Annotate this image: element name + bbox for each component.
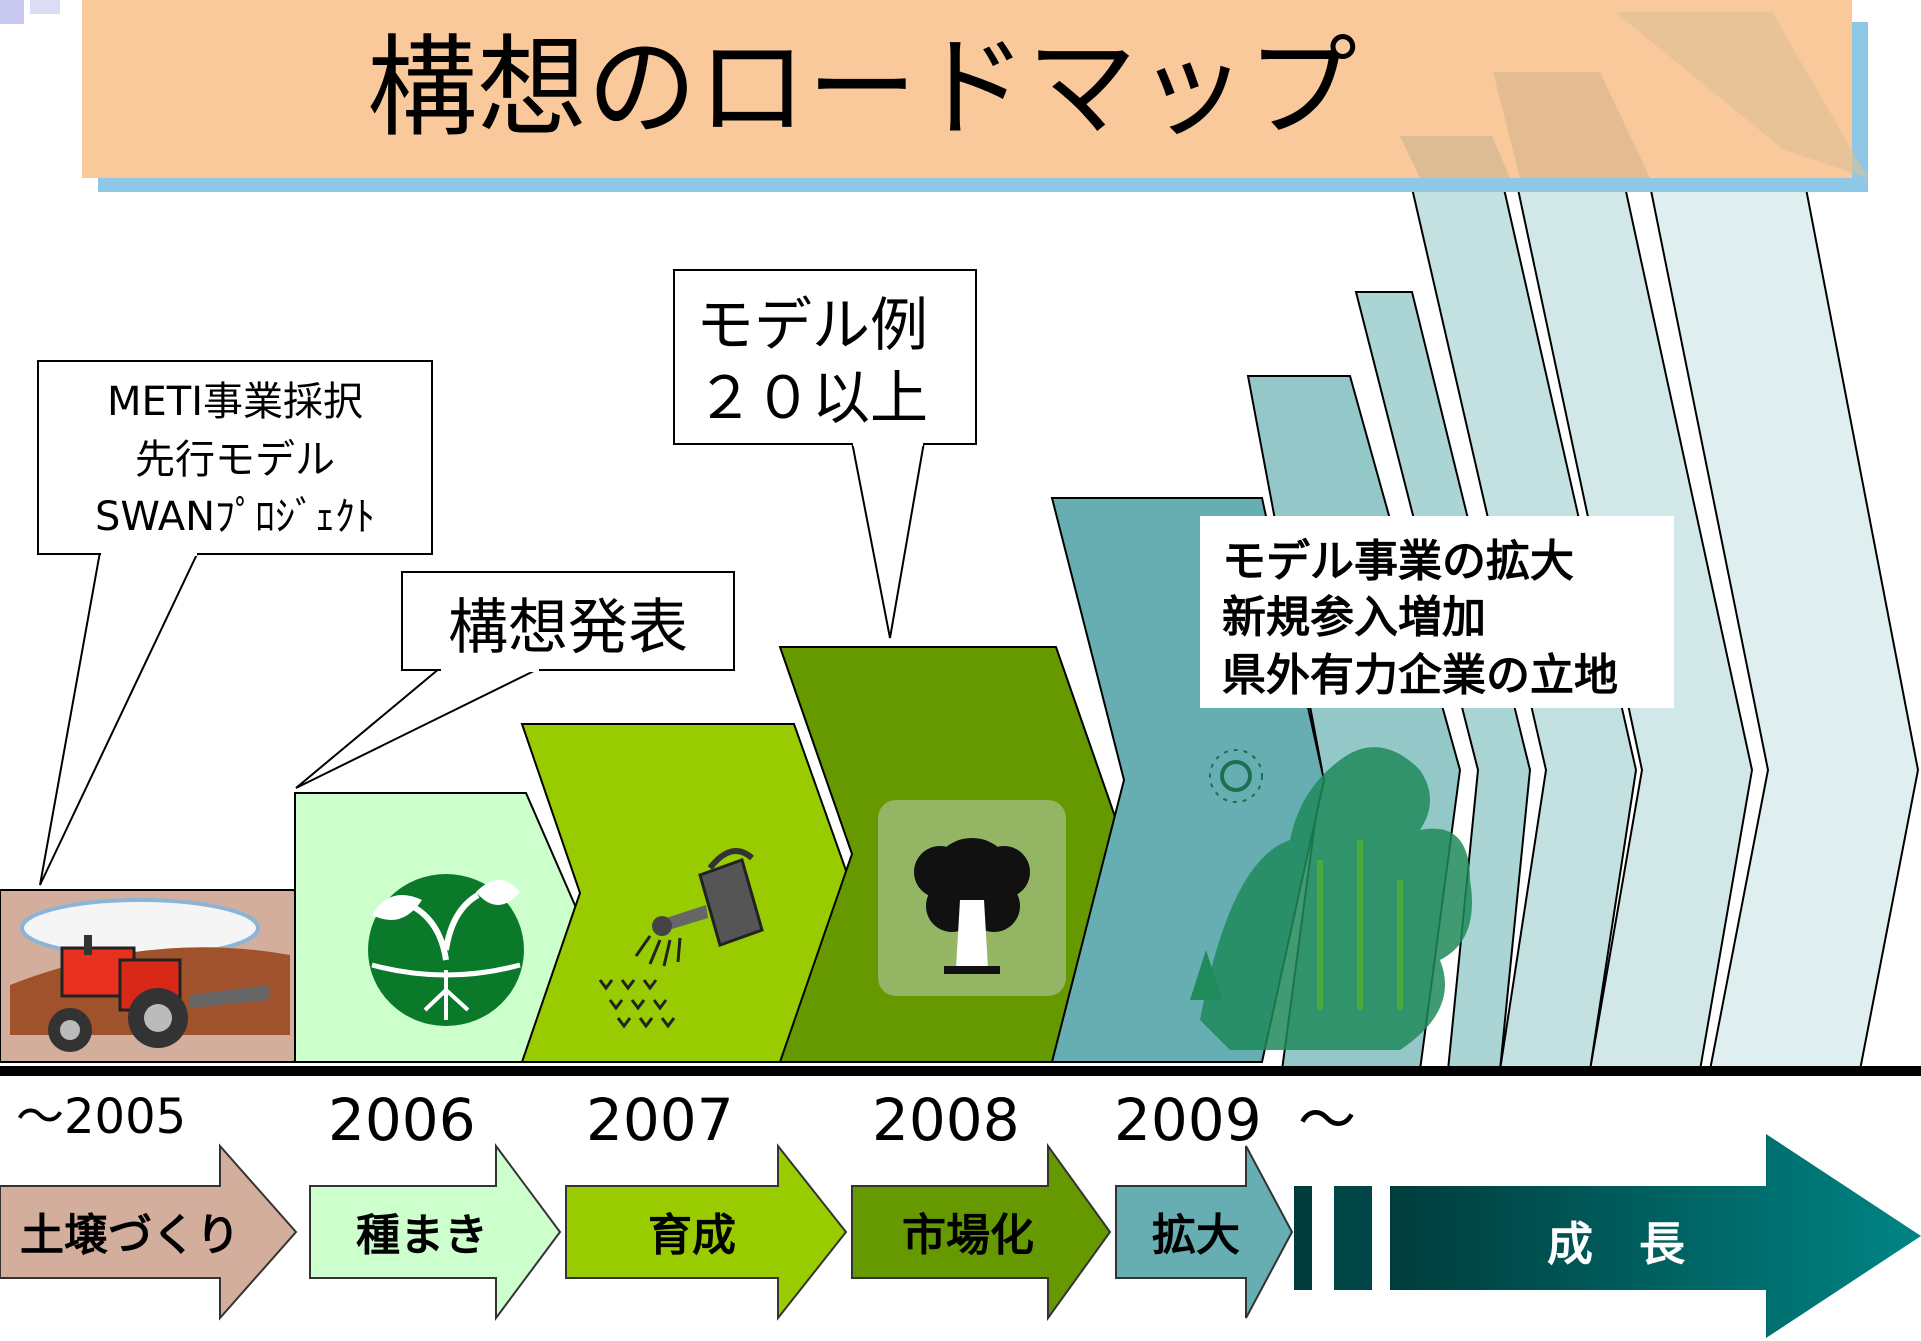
timeline-baseline bbox=[0, 1066, 1921, 1076]
tractor-icon bbox=[10, 898, 290, 1052]
watering-can-icon bbox=[598, 847, 764, 1029]
tree-icon bbox=[878, 800, 1066, 996]
callout-expansion-line2: 新規参入増加 bbox=[1222, 592, 1486, 643]
callout-expansion-line1: モデル事業の拡大 bbox=[1222, 536, 1574, 587]
callout-models-line1: モデル例 bbox=[696, 291, 928, 359]
stage-expand-label: 拡大 bbox=[1152, 1210, 1240, 1261]
callout-announce-text: 構想発表 bbox=[448, 593, 688, 663]
year-tilde: ～ bbox=[1298, 1086, 1356, 1154]
sprout-icon bbox=[368, 874, 524, 1026]
stage-nurture-label: 育成 bbox=[648, 1210, 736, 1261]
callout-models: モデル例 ２０以上 bbox=[673, 269, 977, 639]
growth-bar-2 bbox=[1334, 1186, 1372, 1290]
stage-market-label: 市場化 bbox=[902, 1210, 1034, 1261]
year-2006: 2006 bbox=[328, 1086, 476, 1154]
callout-models-line2: ２０以上 bbox=[696, 364, 928, 432]
stage-arrows: 土壌づくり 種まき 育成 市場化 拡大 成 長 bbox=[0, 1134, 1921, 1338]
callout-expansion: モデル事業の拡大 新規参入増加 県外有力企業の立地 bbox=[1200, 516, 1674, 708]
year-2007: 2007 bbox=[586, 1086, 734, 1154]
callout-meti-line1: METI事業採択 bbox=[107, 379, 363, 425]
stage-sowing-label: 種まき bbox=[356, 1210, 488, 1261]
year-2005: ～2005 bbox=[16, 1089, 186, 1145]
year-labels: ～2005 2006 2007 2008 2009 ～ bbox=[16, 1086, 1356, 1154]
callout-expansion-line3: 県外有力企業の立地 bbox=[1222, 650, 1618, 701]
callout-announce: 構想発表 bbox=[295, 571, 735, 789]
year-2009: 2009 bbox=[1114, 1086, 1262, 1154]
year-2008: 2008 bbox=[872, 1086, 1020, 1154]
callout-meti: METI事業採択 先行モデル SWANﾌﾟﾛｼﾞｪｸﾄ bbox=[37, 360, 433, 886]
callout-meti-line3: SWANﾌﾟﾛｼﾞｪｸﾄ bbox=[95, 494, 375, 540]
title-banner: 構想のロードマップ bbox=[82, 0, 1868, 192]
forest-icon bbox=[1190, 747, 1472, 1050]
callout-meti-line2: 先行モデル bbox=[135, 437, 335, 483]
corner-decoration bbox=[0, 0, 60, 24]
growth-bar-1 bbox=[1294, 1186, 1312, 1290]
page-title: 構想のロードマップ bbox=[367, 24, 1357, 152]
peak-arrows bbox=[1400, 12, 1868, 178]
stage-growth-label: 成 長 bbox=[1547, 1217, 1686, 1271]
stage-soil-label: 土壌づくり bbox=[20, 1210, 240, 1261]
